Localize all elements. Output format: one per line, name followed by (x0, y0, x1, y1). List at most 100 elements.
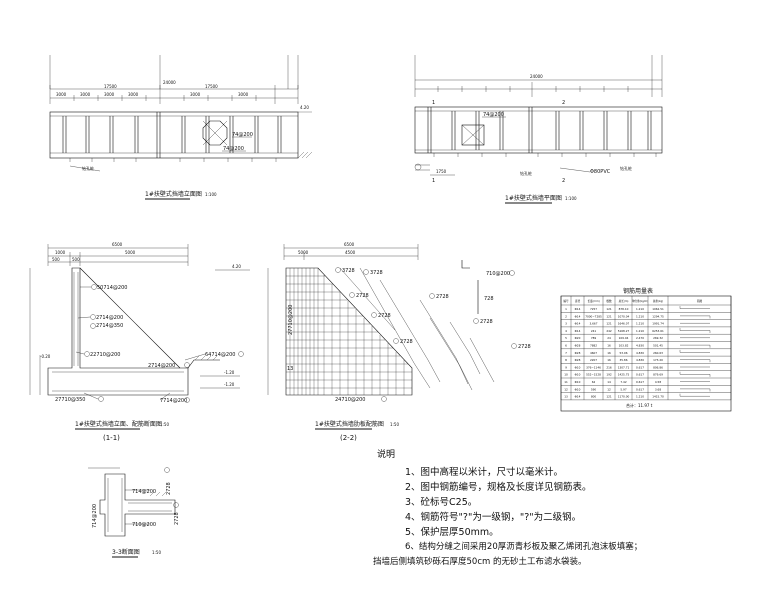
table-cell: 121 (606, 314, 612, 318)
pv-scale: 1:100 (565, 196, 577, 201)
table-cell: 1307.71 (618, 365, 630, 369)
table-cell: 1415.70 (652, 395, 664, 399)
table-cell: 7 (565, 351, 567, 355)
note-item-4: 4、钢筋符号"?"为一级钢，"?"为二级钢。 (405, 512, 582, 523)
s22-callout-d: 2728 (378, 313, 391, 319)
table-cell: 103.82 (619, 344, 629, 348)
s22-dim-total: 6500 (344, 242, 355, 247)
pv-section-mark-2-top: 2 (562, 100, 565, 106)
table-cell: 16 (607, 344, 611, 348)
table-cell: 0.617 (636, 387, 644, 391)
table-cell: 1646.07 (618, 322, 630, 326)
s11-dim-total: 6500 (112, 242, 123, 247)
table-cell: 1 (565, 307, 567, 311)
s22-callout-g: 2728 (480, 319, 493, 325)
table-cell: 2.470 (636, 336, 644, 340)
table-cell: 216 (606, 365, 612, 369)
table-cell: Φ10 (575, 365, 581, 369)
table-cell: 35.86 (619, 358, 627, 362)
table-cell: 260.63 (653, 351, 663, 355)
s33-scale: 1:50 (152, 550, 161, 555)
s11-callout-7: 27710@350 (55, 397, 85, 403)
s22-callout-f: 2728 (436, 294, 449, 300)
s11-dim-a: 1000 (55, 250, 66, 255)
table-cell: Φ14 (575, 329, 581, 333)
table-cell: 590 (591, 387, 597, 391)
front-elevation-view: 17500 17500 24000 3000 3000 3000 3000 30… (49, 55, 313, 200)
table-cell: 376~1146 (586, 365, 601, 369)
s11-elev-top: 4.20 (232, 264, 241, 269)
table-cell: Φ10 (575, 373, 581, 377)
fe-rebar-label-2: 74@200 (223, 146, 244, 152)
table-cell: 5.97 (620, 387, 626, 391)
fe-title: 1#扶壁式挡墙立面图 (145, 190, 202, 198)
table-cell: 501.45 (653, 344, 663, 348)
fe-dim-seg: 3000 (56, 92, 67, 97)
rebar-table-title: 钢筋用量表 (623, 287, 653, 295)
table-cell: 7000~7285 (585, 314, 602, 318)
rebar-schedule-table: 钢筋用量表 编号直径长度(mm)根数总长(m)单位重(kg/m)总重(kg)简图… (560, 287, 732, 412)
note-item-1: 1、图中高程以米计，尺寸以毫米计。 (405, 467, 564, 478)
fe-dim-right: 17500 (205, 84, 218, 89)
s33-callout-2: 710@200 (132, 522, 156, 528)
table-cell: 1.210 (636, 307, 644, 311)
pv-dim-small: 1750 (436, 169, 447, 174)
fe-dim-total: 17500 (104, 84, 117, 89)
s11-scale: 1:50 (160, 422, 169, 427)
table-cell: 1425.75 (618, 373, 630, 377)
s33-callout-3: 2728 (166, 482, 172, 495)
note-item-5: 5、保护层厚50mm。 (405, 527, 499, 538)
s22-callout-c: 2728 (356, 293, 369, 299)
table-cell: 12 (564, 387, 568, 391)
table-header-cell: 单位重(kg/m) (632, 299, 648, 303)
table-cell: 1294.75 (652, 314, 664, 318)
note-item-7: 挡墙后侧填筑砂砾石厚度50cm 的无砂土工布滤水袋装。 (373, 557, 587, 567)
table-header-cell: 直径 (575, 299, 581, 303)
s11-elev-b: -1.20 (224, 370, 235, 375)
pv-pile-label-2: 钻孔桩 (620, 165, 632, 171)
table-cell: 6 (565, 344, 567, 348)
table-header-cell: 编号 (563, 299, 569, 303)
s11-elev-a: -0.20 (40, 354, 51, 359)
table-cell: 14 (607, 380, 611, 384)
table-header-cell: 根数 (606, 299, 612, 303)
table-cell: 4.830 (636, 358, 644, 362)
s11-dim-b: 5000 (125, 250, 136, 255)
pv-section-mark-2-bot: 2 (562, 178, 565, 184)
s11-title: 1#扶壁式挡墙立面、配筋断面图 (75, 420, 162, 428)
table-cell: 5168.27 (618, 329, 630, 333)
table-cell: 11 (564, 380, 568, 384)
table-cell: 4 (565, 329, 567, 333)
s33-callout-4: 2728 (174, 512, 180, 525)
pv-title: 1#扶壁式挡墙平面图 (505, 194, 562, 202)
table-cell: Φ14 (575, 307, 581, 311)
table-cell: 7257 (590, 307, 597, 311)
table-cell: 1991.74 (652, 322, 664, 326)
design-notes: 说明 1、图中高程以米计，尺寸以毫米计。 2、图中钢筋编号，规格及长度详见钢筋表… (373, 448, 755, 570)
table-cell: Φ10 (575, 380, 581, 384)
pv-rebar-label: 74@200 (483, 112, 504, 118)
table-cell: 7882 (590, 344, 597, 348)
table-cell: 3 (565, 322, 567, 326)
s11-callout-6: 2714@200 (148, 363, 175, 369)
pv-section-mark-1-top: 1 (432, 100, 435, 106)
table-cell: 269.32 (653, 336, 663, 340)
pv-dim-total: 24000 (530, 74, 543, 79)
table-cell: 879.69 (653, 373, 663, 377)
table-cell: 1170.00 (618, 395, 630, 399)
table-cell: 2 (565, 314, 567, 318)
table-cell: Φ10 (575, 387, 581, 391)
s11-callout-4: 22710@200 (90, 352, 120, 358)
table-cell: 3,667 (589, 322, 597, 326)
table-cell: 552~1528 (586, 373, 601, 377)
note-item-6: 6、结构分缝之间采用20厚沥青杉板及聚乙烯闭孔泡沫板填塞； (405, 542, 643, 552)
fe-dim-seg: 3000 (128, 92, 139, 97)
table-cell: 878.10 (619, 307, 629, 311)
table-cell: 2207 (590, 358, 597, 362)
plan-view: 24000 1 2 1 2 (414, 55, 663, 204)
table-cell: Φ20 (575, 336, 581, 340)
table-cell: 800 (591, 395, 597, 399)
table-cell: Φ28 (575, 351, 581, 355)
table-cell: 16 (607, 358, 611, 362)
